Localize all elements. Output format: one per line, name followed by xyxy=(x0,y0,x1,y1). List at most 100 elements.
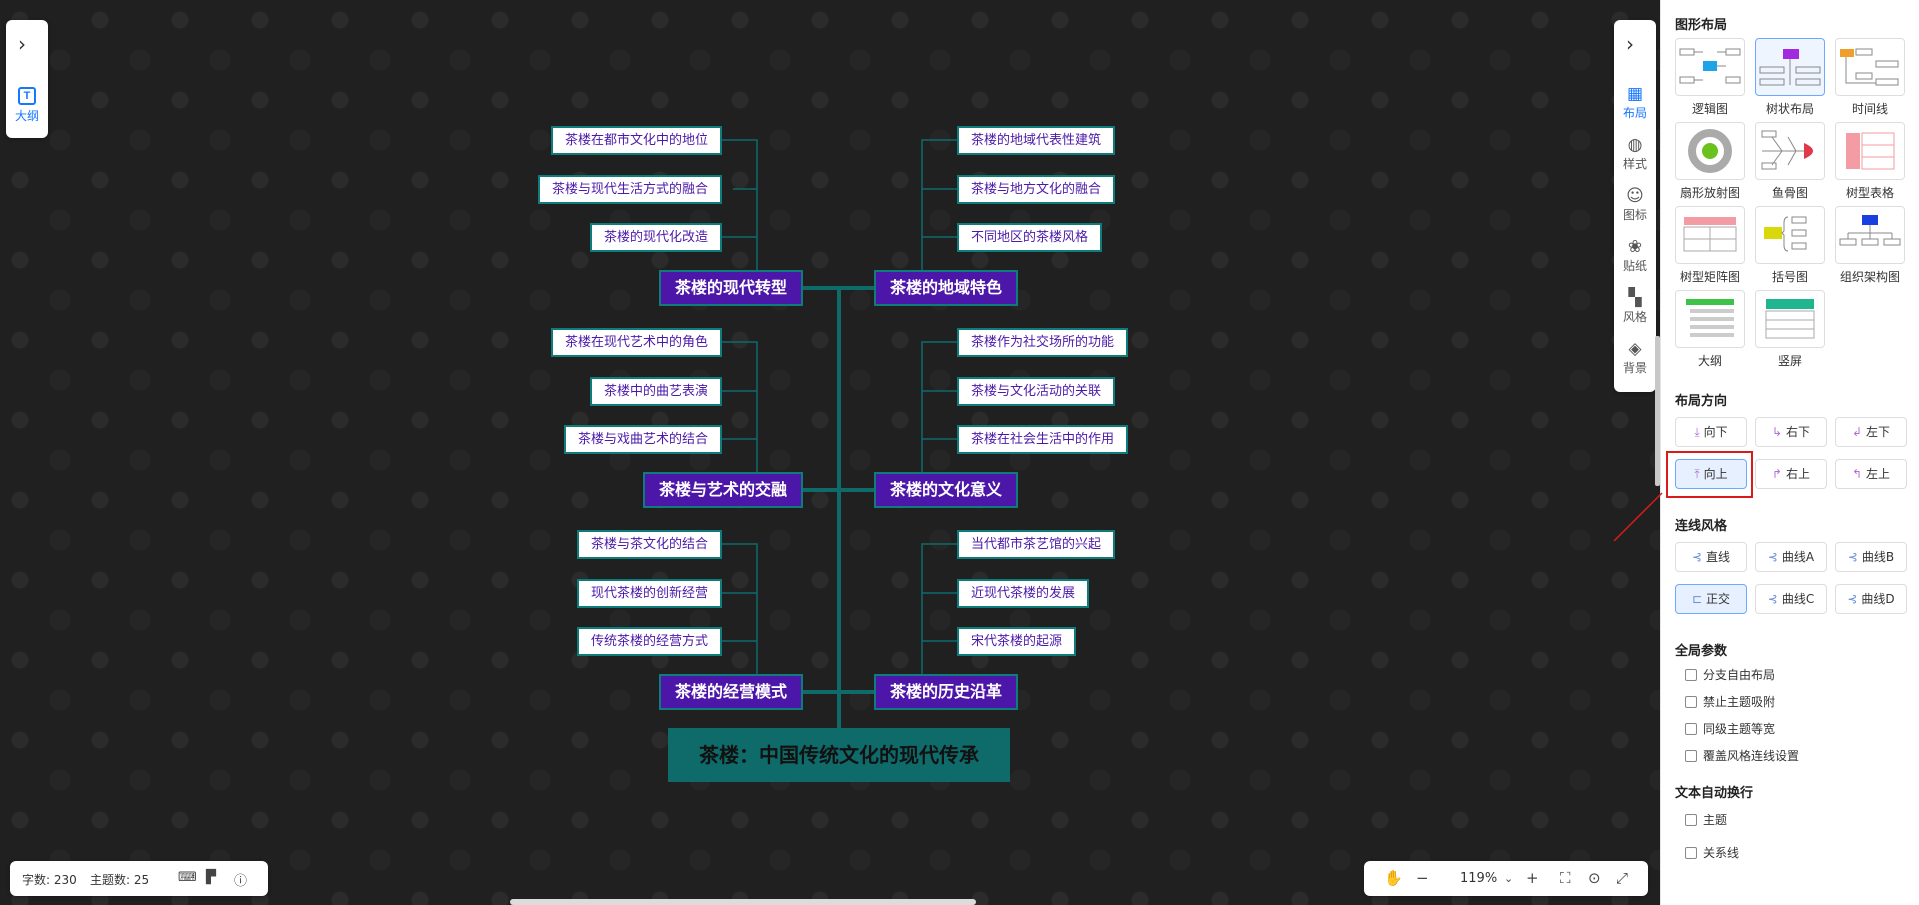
direction-icon: ↳ xyxy=(1771,425,1783,439)
layout-option[interactable]: 大纲 xyxy=(1675,290,1745,369)
direction-option[interactable]: ↱右上 xyxy=(1755,459,1827,489)
layout-thumbnail xyxy=(1835,206,1905,264)
layout-thumbnail xyxy=(1675,290,1745,348)
checkbox[interactable] xyxy=(1685,696,1697,708)
main-topic[interactable]: 茶楼与艺术的交融 xyxy=(642,472,803,508)
line-style-option[interactable]: ⊏正交 xyxy=(1675,584,1747,614)
checkbox[interactable] xyxy=(1685,669,1697,681)
global-option[interactable]: 覆盖风格连线设置 xyxy=(1685,747,1799,764)
sub-topic[interactable]: 茶楼与地方文化的融合 xyxy=(957,175,1116,204)
layout-option[interactable]: 竖屏 xyxy=(1755,290,1825,369)
layout-option-label: 树型矩阵图 xyxy=(1679,270,1740,284)
main-topic[interactable]: 茶楼的地域特色 xyxy=(874,270,1019,306)
info-icon[interactable]: ⓘ xyxy=(234,874,248,889)
checkbox[interactable] xyxy=(1685,723,1697,735)
sub-topic[interactable]: 茶楼中的曲艺表演 xyxy=(589,377,722,406)
sub-topic[interactable]: 传统茶楼的经营方式 xyxy=(576,627,722,656)
sub-topic[interactable]: 茶楼在都市文化中的地位 xyxy=(550,126,722,155)
connector-lines xyxy=(706,139,957,728)
sub-topic[interactable]: 茶楼的地域代表性建筑 xyxy=(957,126,1116,155)
sub-topic[interactable]: 当代都市茶艺馆的兴起 xyxy=(957,530,1116,559)
line-style-option[interactable]: ⊰直线 xyxy=(1675,542,1747,572)
sub-topic[interactable]: 茶楼作为社交场所的功能 xyxy=(957,328,1129,357)
sub-topic[interactable]: 茶楼在社会生活中的作用 xyxy=(957,425,1129,454)
zoom-dropdown-chevron-icon[interactable]: ⌄ xyxy=(1504,872,1514,885)
layout-option[interactable]: 树状布局 xyxy=(1755,38,1825,117)
line-style-icon: ⊰ xyxy=(1847,550,1858,564)
sub-topic[interactable]: 现代茶楼的创新经营 xyxy=(576,579,722,608)
keyboard-icon[interactable]: ⌨ xyxy=(178,870,197,885)
layout-option[interactable]: 逻辑图 xyxy=(1675,38,1745,117)
layout-option[interactable]: 括号图 xyxy=(1755,206,1825,285)
sub-topic[interactable]: 茶楼在现代艺术中的角色 xyxy=(550,328,722,357)
checkbox[interactable] xyxy=(1685,814,1697,826)
global-option[interactable]: 同级主题等宽 xyxy=(1685,720,1775,737)
root-topic[interactable]: 茶楼：中国传统文化的现代传承 xyxy=(668,728,1010,782)
sub-topic[interactable]: 茶楼与文化活动的关联 xyxy=(957,377,1116,406)
horizontal-scrollbar[interactable] xyxy=(510,899,976,905)
strip-item[interactable]: ▦布局 xyxy=(1614,84,1656,121)
sub-topic[interactable]: 茶楼与戏曲艺术的结合 xyxy=(563,425,722,454)
zoom-level[interactable]: 119% xyxy=(1460,871,1498,886)
line-style-option[interactable]: ⊰曲线A xyxy=(1755,542,1827,572)
zoom-in-icon[interactable]: + xyxy=(1526,869,1539,887)
layout-option[interactable]: 树型表格 xyxy=(1835,122,1905,201)
main-topic[interactable]: 茶楼的经营模式 xyxy=(658,674,803,710)
outline-button[interactable]: T 大纲 xyxy=(12,84,42,124)
mindmap-canvas[interactable]: 茶楼的现代转型茶楼在都市文化中的地位茶楼与现代生活方式的融合茶楼的现代化改造茶楼… xyxy=(0,0,1660,905)
sub-topic[interactable]: 不同地区的茶楼风格 xyxy=(957,223,1103,252)
layout-option-label: 扇形放射图 xyxy=(1679,186,1740,200)
center-icon[interactable]: ⊙ xyxy=(1588,869,1601,887)
direction-option[interactable]: ↰左上 xyxy=(1835,459,1907,489)
hand-icon[interactable]: ✋ xyxy=(1384,869,1403,887)
direction-option[interactable]: ↳右下 xyxy=(1755,417,1827,447)
layout-option-label: 逻辑图 xyxy=(1691,102,1728,116)
strip-item[interactable]: ☺图标 xyxy=(1614,186,1656,223)
direction-option[interactable]: ⤒向上 xyxy=(1675,459,1747,489)
collapse-chevron-icon[interactable]: › xyxy=(1626,32,1634,56)
sub-topic[interactable]: 茶楼与茶文化的结合 xyxy=(576,530,722,559)
layout-option[interactable]: 组织架构图 xyxy=(1835,206,1905,285)
layout-toggle-icon[interactable]: ▛ xyxy=(206,870,216,885)
layout-option-label: 树型表格 xyxy=(1845,186,1894,200)
layout-option[interactable]: 树型矩阵图 xyxy=(1675,206,1745,285)
sub-topic[interactable]: 宋代茶楼的起源 xyxy=(957,627,1077,656)
sidebar-scrollbar[interactable] xyxy=(1655,336,1660,486)
direction-icon: ⤒ xyxy=(1694,467,1700,481)
global-option[interactable]: 分支自由布局 xyxy=(1685,666,1775,683)
strip-item[interactable]: ▚风格 xyxy=(1614,288,1656,325)
sub-topic[interactable]: 近现代茶楼的发展 xyxy=(957,579,1090,608)
direction-option[interactable]: ↲左下 xyxy=(1835,417,1907,447)
line-style-label: 曲线A xyxy=(1781,550,1815,564)
direction-option-label: 右上 xyxy=(1786,467,1811,481)
sub-topic[interactable]: 茶楼与现代生活方式的融合 xyxy=(537,175,722,204)
line-style-label: 曲线D xyxy=(1861,592,1895,606)
checkbox[interactable] xyxy=(1685,750,1697,762)
checkbox[interactable] xyxy=(1685,847,1697,859)
line-style-option[interactable]: ⊰曲线D xyxy=(1835,584,1907,614)
mindmap: 茶楼的现代转型茶楼在都市文化中的地位茶楼与现代生活方式的融合茶楼的现代化改造茶楼… xyxy=(537,126,1129,782)
sub-topic[interactable]: 茶楼的现代化改造 xyxy=(589,223,722,252)
line-style-option[interactable]: ⊰曲线C xyxy=(1755,584,1827,614)
wrap-option[interactable]: 主题 xyxy=(1685,811,1727,828)
zoom-out-icon[interactable]: − xyxy=(1416,869,1429,887)
layout-option[interactable]: 鱼骨图 xyxy=(1755,122,1825,201)
fit-screen-icon[interactable]: ⛶ xyxy=(1560,869,1571,887)
main-topic[interactable]: 茶楼的历史沿革 xyxy=(874,674,1019,710)
layout-option[interactable]: 时间线 xyxy=(1835,38,1905,117)
layout-option-label: 组织架构图 xyxy=(1839,270,1900,284)
strip-item[interactable]: ❀贴纸 xyxy=(1614,237,1656,274)
direction-option[interactable]: ⤓向下 xyxy=(1675,417,1747,447)
line-style-option[interactable]: ⊰曲线B xyxy=(1835,542,1907,572)
direction-option-label: 向上 xyxy=(1703,467,1728,481)
direction-option-label: 右下 xyxy=(1786,425,1811,439)
wrap-option[interactable]: 关系线 xyxy=(1685,844,1739,861)
strip-item[interactable]: ◈背景 xyxy=(1614,339,1656,376)
global-option[interactable]: 禁止主题吸附 xyxy=(1685,693,1775,710)
main-topic[interactable]: 茶楼的现代转型 xyxy=(658,270,803,306)
layout-option[interactable]: 扇形放射图 xyxy=(1675,122,1745,201)
main-topic[interactable]: 茶楼的文化意义 xyxy=(874,472,1019,508)
fullscreen-icon[interactable]: ⤢ xyxy=(1616,869,1629,887)
strip-item[interactable]: ◍样式 xyxy=(1614,135,1656,172)
expand-chevron-icon[interactable]: › xyxy=(18,32,26,56)
